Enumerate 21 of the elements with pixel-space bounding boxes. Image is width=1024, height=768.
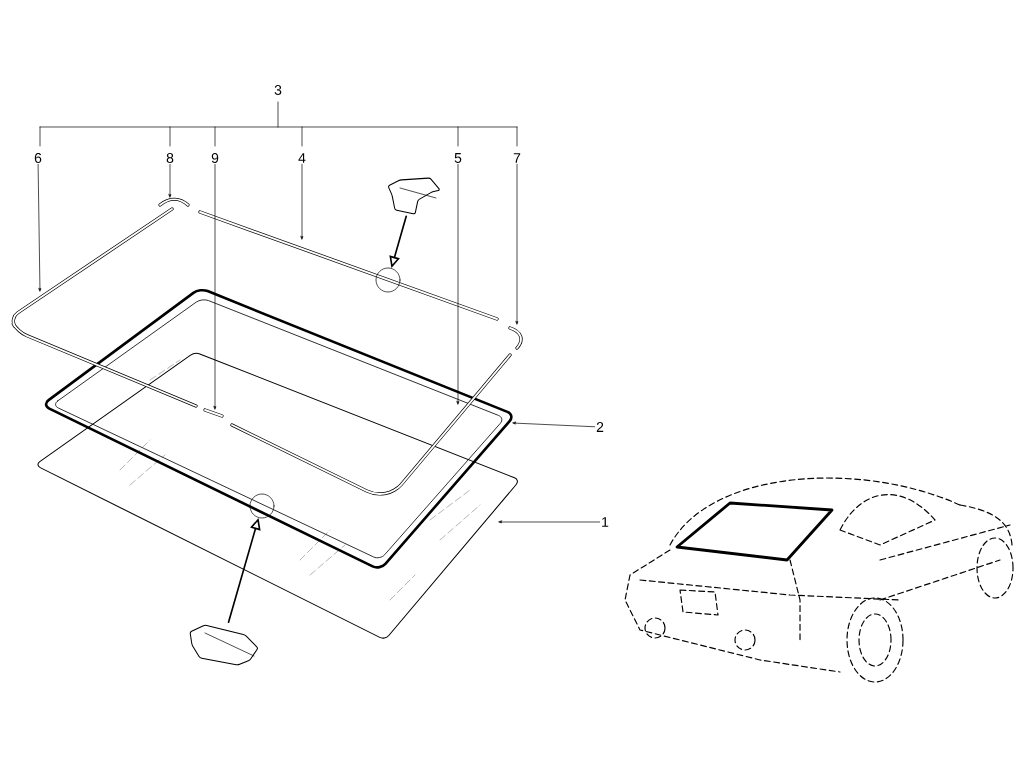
callout-number: 1 xyxy=(602,517,609,527)
leader-line xyxy=(498,520,601,524)
leader-line xyxy=(168,164,172,198)
leader-line xyxy=(456,163,460,405)
clip-drawing xyxy=(189,624,258,666)
detail-circle xyxy=(375,267,401,293)
callout-number: 8 xyxy=(166,153,174,163)
callout-number: 2 xyxy=(596,422,604,432)
callout-number: 3 xyxy=(274,85,282,95)
callout-number: 4 xyxy=(298,153,306,163)
detail-circle xyxy=(249,493,275,519)
leader-line xyxy=(213,164,217,410)
leader-line xyxy=(37,164,42,292)
clip-drawing xyxy=(388,177,440,215)
leader-line xyxy=(300,163,304,240)
callout-number: 6 xyxy=(34,153,42,163)
leader-line xyxy=(512,421,596,428)
leader-line xyxy=(515,163,519,325)
callout-number: 9 xyxy=(211,153,219,163)
callout-number: 7 xyxy=(513,153,521,163)
callout-number: 5 xyxy=(454,153,462,163)
